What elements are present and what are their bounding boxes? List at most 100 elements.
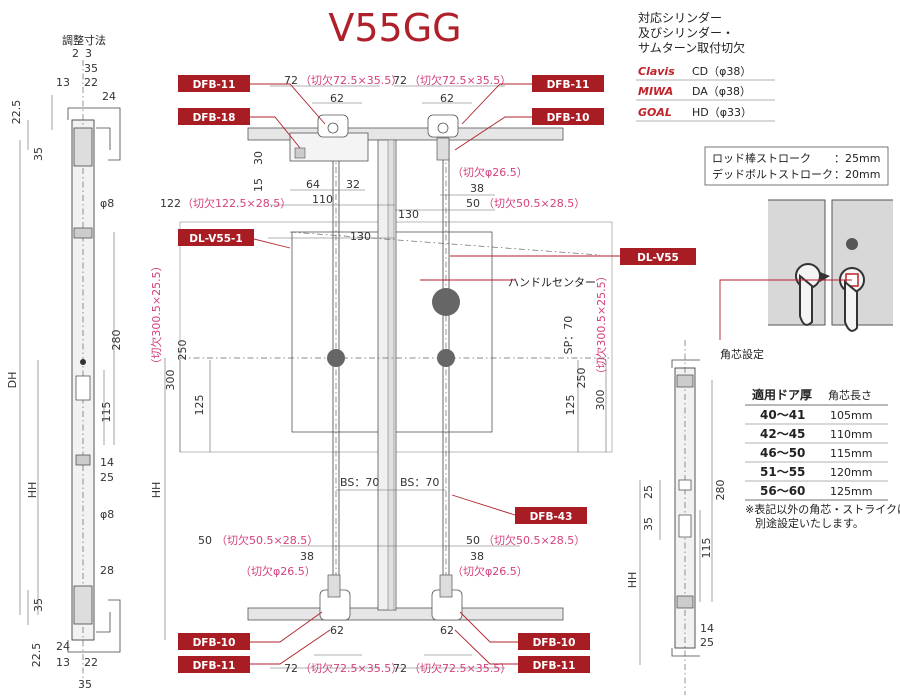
label-dfb11-bottom-left: DFB-11 xyxy=(178,656,250,673)
svg-text:DFB-18: DFB-18 xyxy=(193,112,236,124)
svg-text:25: 25 xyxy=(100,471,114,484)
stroke-info-box: ロッド棒ストローク ：25mm デッドボルトストローク ：20mm xyxy=(704,146,889,186)
svg-text:φ8: φ8 xyxy=(100,508,114,521)
svg-text:130: 130 xyxy=(350,230,371,243)
svg-text:120mm: 120mm xyxy=(830,466,872,479)
label-dfb11-bottom-right: DFB-11 xyxy=(518,656,590,673)
svg-text:125mm: 125mm xyxy=(830,485,872,498)
svg-text:35: 35 xyxy=(78,678,92,691)
svg-text:15: 15 xyxy=(252,178,265,192)
adjust-dimension-label: 調整寸法 xyxy=(62,33,106,47)
svg-text:DFB-43: DFB-43 xyxy=(530,511,573,523)
svg-text:38: 38 xyxy=(470,182,484,195)
cylinder-spec-clavis: CD（φ38） xyxy=(692,65,751,78)
thumbturn-icon xyxy=(327,349,345,367)
label-dfb11-top-left: DFB-11 xyxy=(178,75,250,92)
svg-text:72: 72 xyxy=(284,662,298,675)
hh-label-front: HH xyxy=(150,482,163,499)
table-row: 56～60 125mm xyxy=(760,484,872,498)
svg-text:（切欠72.5×35.5）: （切欠72.5×35.5） xyxy=(409,661,511,675)
svg-text:115: 115 xyxy=(700,538,713,559)
svg-text:125: 125 xyxy=(193,395,206,416)
svg-text:DFB-11: DFB-11 xyxy=(533,660,576,672)
svg-text:BS：70: BS：70 xyxy=(400,476,439,489)
svg-text:2: 2 xyxy=(72,47,79,60)
label-dl-v55-1: DL-V55-1 xyxy=(178,229,254,246)
svg-text:300: 300 xyxy=(594,390,607,411)
svg-text:DL-V55: DL-V55 xyxy=(637,252,679,264)
svg-text:22: 22 xyxy=(84,76,98,89)
svg-text:35: 35 xyxy=(642,517,655,531)
svg-text:22: 22 xyxy=(84,656,98,669)
spindle-icon xyxy=(437,349,455,367)
svg-text:105mm: 105mm xyxy=(830,409,872,422)
angle-core-label: 角芯設定 xyxy=(720,347,764,361)
table-row: 51～55 120mm xyxy=(760,465,872,479)
svg-text:280: 280 xyxy=(110,330,123,351)
front-view: 72 （切欠72.5×35.5） 72 （切欠72.5×35.5） 62 62 … xyxy=(149,73,613,675)
svg-text:64: 64 xyxy=(306,178,320,191)
svg-text:DL-V55-1: DL-V55-1 xyxy=(189,233,242,245)
svg-text:115: 115 xyxy=(100,402,113,423)
svg-text:25: 25 xyxy=(700,636,714,649)
svg-text:（切欠300.5×25.5）: （切欠300.5×25.5） xyxy=(149,260,163,369)
svg-text:35: 35 xyxy=(84,62,98,75)
hh-label-left: HH xyxy=(26,482,39,499)
svg-text:130: 130 xyxy=(398,208,419,221)
svg-text:250: 250 xyxy=(176,340,189,361)
svg-text:122: 122 xyxy=(160,197,181,210)
svg-text:（切欠300.5×25.5）: （切欠300.5×25.5） xyxy=(594,270,608,379)
brand-miwa: MIWA xyxy=(638,85,673,98)
label-dfb18: DFB-18 xyxy=(178,108,250,125)
svg-text:62: 62 xyxy=(440,624,454,637)
svg-text:22.5: 22.5 xyxy=(30,643,43,668)
svg-text:22.5: 22.5 xyxy=(10,100,23,125)
svg-text:DFB-11: DFB-11 xyxy=(193,660,236,672)
part-labels: DFB-11 DFB-18 DFB-11 DFB-10 DL-V55-1 DL-… xyxy=(178,75,696,673)
svg-text:（切欠φ26.5）: （切欠φ26.5） xyxy=(240,564,316,578)
svg-text:110: 110 xyxy=(312,193,333,206)
svg-text:（切欠72.5×35.5）: （切欠72.5×35.5） xyxy=(300,661,402,675)
svg-text:BS：70: BS：70 xyxy=(340,476,379,489)
svg-text:62: 62 xyxy=(440,92,454,105)
svg-text:（切欠72.5×35.5）: （切欠72.5×35.5） xyxy=(409,73,511,87)
svg-text:DFB-11: DFB-11 xyxy=(193,79,236,91)
note-line-1: ※表記以外の角芯・ストライクは xyxy=(745,502,900,516)
svg-text:250: 250 xyxy=(575,368,588,389)
svg-text:115mm: 115mm xyxy=(830,447,872,460)
cylinder-header-line-1: 対応シリンダー xyxy=(638,10,722,25)
svg-text:32: 32 xyxy=(346,178,360,191)
label-dfb11-top-right: DFB-11 xyxy=(532,75,604,92)
svg-text:13: 13 xyxy=(56,656,70,669)
lever-handle-left-icon xyxy=(795,263,830,326)
dh-label: DH xyxy=(6,372,19,389)
svg-text:72: 72 xyxy=(393,74,407,87)
svg-text:62: 62 xyxy=(330,624,344,637)
right-side-view: 280 25 35 115 14 25 HH xyxy=(626,340,727,695)
cylinder-info: 対応シリンダー 及びシリンダー・ サムターン取付切欠 Clavis CD（φ38… xyxy=(636,10,775,122)
svg-text:（切欠50.5×28.5）: （切欠50.5×28.5） xyxy=(483,196,585,210)
svg-text:13: 13 xyxy=(56,76,70,89)
svg-text:24: 24 xyxy=(102,90,116,103)
svg-text:38: 38 xyxy=(470,550,484,563)
label-dfb43: DFB-43 xyxy=(515,507,587,524)
svg-text:DFB-10: DFB-10 xyxy=(547,112,590,124)
svg-text:51～55: 51～55 xyxy=(760,465,805,479)
deadbolt-stroke-label: デッドボルトストローク xyxy=(712,167,833,181)
svg-text:110mm: 110mm xyxy=(830,428,872,441)
label-dfb10-bottom-left: DFB-10 xyxy=(178,633,250,650)
svg-text:DFB-11: DFB-11 xyxy=(547,79,590,91)
svg-text:30: 30 xyxy=(252,151,265,165)
hh-label-right: HH xyxy=(626,572,639,589)
svg-text:14: 14 xyxy=(700,622,714,635)
svg-text:（切欠122.5×28.5）: （切欠122.5×28.5） xyxy=(182,196,291,210)
svg-text:DFB-10: DFB-10 xyxy=(533,637,576,649)
label-dfb10-bottom-right: DFB-10 xyxy=(518,633,590,650)
svg-text:3: 3 xyxy=(85,47,92,60)
table-header-door: 適用ドア厚 xyxy=(752,387,812,402)
door-handle-illustration: 角芯設定 xyxy=(719,199,893,361)
brand-goal: GOAL xyxy=(638,106,672,119)
cylinder-header-line-2: 及びシリンダー・ xyxy=(638,25,734,40)
table-row: 40～41 105mm xyxy=(760,408,872,422)
table-row: 42～45 110mm xyxy=(760,427,872,441)
